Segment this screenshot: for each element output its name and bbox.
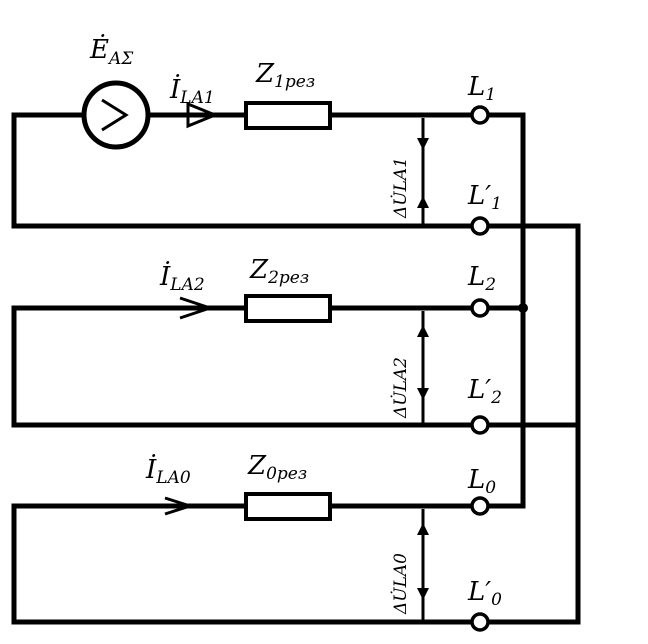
terminal-l1-label: L1 [467, 72, 496, 105]
terminal-l0-prime-label: L′0 [467, 577, 502, 610]
terminal-l1-prime-label: L′1 [467, 181, 502, 214]
terminal-l1-prime[interactable] [470, 216, 490, 236]
source-label: ĖAΣ [89, 34, 134, 69]
voltage-2-label: ΔU̇LA2 [391, 357, 411, 419]
impedance-2-resistor [244, 294, 332, 323]
junction-dot [518, 303, 528, 313]
terminal-l1[interactable] [470, 105, 490, 125]
current-2-arrow-icon [179, 296, 215, 320]
voltage-0-arrow-bot-icon [417, 588, 429, 600]
impedance-0-resistor [244, 492, 332, 521]
voltage-1-label: ΔU̇LA1 [391, 157, 411, 219]
branch-3-wiring [11, 503, 475, 625]
current-1-arrow-icon [186, 101, 219, 129]
impedance-1-label: Z1рез [255, 59, 315, 92]
current-0-arrow-icon [164, 496, 195, 516]
impedance-0-label: Z0рез [247, 451, 307, 484]
terminal-l2-prime[interactable] [470, 415, 490, 435]
terminal-l0[interactable] [470, 496, 490, 516]
terminal-l2-prime-label: L′2 [467, 375, 502, 408]
terminal-l2-label: L2 [467, 262, 496, 295]
current-1-label: İLA1 [169, 74, 215, 108]
voltage-source-symbol [81, 80, 151, 150]
impedance-2-label: Z2рез [249, 255, 309, 288]
voltage-2-arrow-bot-icon [417, 388, 429, 400]
current-0-label: İLA0 [145, 454, 191, 488]
branch-1-wiring [11, 112, 475, 229]
terminal-l0-prime[interactable] [470, 612, 490, 632]
impedance-1-resistor [244, 101, 332, 130]
bus-wiring [485, 112, 581, 625]
current-2-label: İLA2 [159, 261, 205, 295]
voltage-0-arrow-top-icon [417, 523, 429, 535]
source-arrow-icon [101, 98, 129, 132]
terminal-l0-label: L0 [467, 465, 496, 498]
voltage-2-arrow-top-icon [417, 325, 429, 337]
voltage-1-arrow-bot-icon [417, 196, 429, 208]
terminal-l2[interactable] [470, 298, 490, 318]
voltage-0-label: ΔU̇LA0 [391, 553, 411, 615]
voltage-1-arrow-top-icon [417, 138, 429, 150]
